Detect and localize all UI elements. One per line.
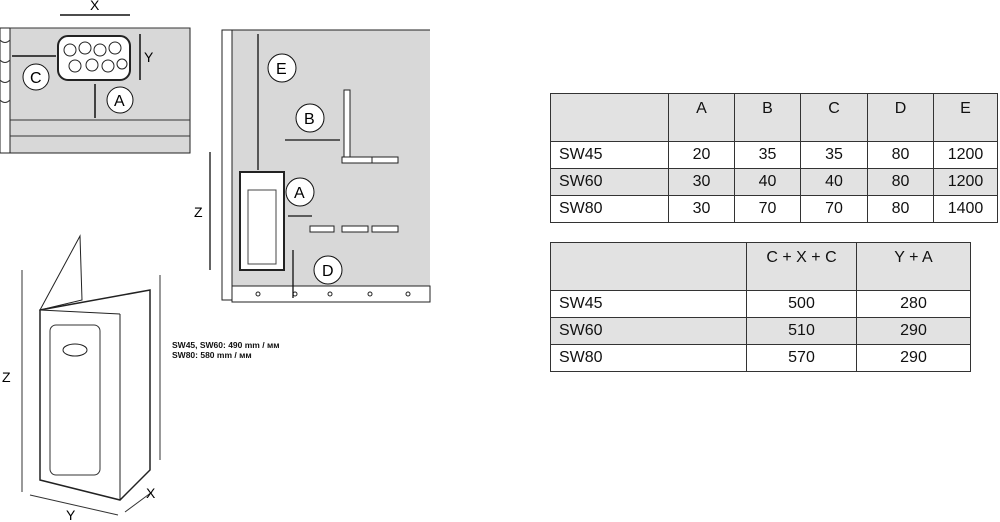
table-row: SW80 570 290 [550,344,971,372]
clearance-table: A B C D E SW45 20 35 35 80 1200 SW60 30 … [550,93,998,223]
header-cell: Y + A [856,242,971,291]
header-cell [550,93,669,142]
top-a-label: A [114,93,125,110]
header-cell: A [668,93,735,142]
top-c-label: C [30,70,42,87]
table-row: SW60 510 290 [550,317,971,345]
side-view-diagram: E B A D Z [194,29,431,303]
heater-diagram: Z X Y [2,234,161,522]
value-cell: 290 [856,344,971,372]
value-cell: 80 [867,141,934,169]
value-cell: 80 [867,195,934,223]
header-cell: D [867,93,934,142]
model-cell: SW45 [550,290,747,318]
table-row: SW60 30 40 40 80 1200 [550,168,998,196]
heater-z-label: Z [2,369,11,385]
value-cell: 70 [800,195,868,223]
value-cell: 1200 [933,141,998,169]
model-cell: SW60 [550,317,747,345]
note-line-2: SW80: 580 mm / мм [172,350,252,360]
value-cell: 70 [734,195,801,223]
header-cell: E [933,93,998,142]
value-cell: 80 [867,168,934,196]
value-cell: 510 [746,317,857,345]
model-cell: SW80 [550,344,747,372]
dimension-note: SW45, SW60: 490 mm / мм SW80: 580 mm / м… [172,340,280,360]
value-cell: 30 [668,195,735,223]
value-cell: 30 [668,168,735,196]
value-cell: 35 [734,141,801,169]
value-cell: 20 [668,141,735,169]
top-y-label: Y [144,49,154,65]
header-cell: C + X + C [746,242,857,291]
value-cell: 1200 [933,168,998,196]
value-cell: 280 [856,290,971,318]
side-z-label: Z [194,204,203,220]
side-d-label: D [322,263,334,280]
header-cell: B [734,93,801,142]
table-row: SW80 30 70 70 80 1400 [550,195,998,223]
value-cell: 570 [746,344,857,372]
table-row: SW45 500 280 [550,290,971,318]
value-cell: 500 [746,290,857,318]
heater-x-label: X [146,485,156,501]
value-cell: 40 [734,168,801,196]
value-cell: 290 [856,317,971,345]
model-cell: SW60 [550,168,669,196]
note-line-1: SW45, SW60: 490 mm / мм [172,340,280,350]
model-cell: SW80 [550,195,669,223]
side-b-label: B [304,111,315,128]
top-view-diagram: X Y C A [0,0,191,154]
side-e-label: E [276,61,287,78]
value-cell: 35 [800,141,868,169]
heater-y-label: Y [66,507,76,522]
side-a-label: A [294,185,305,202]
header-cell: C [800,93,868,142]
model-cell: SW45 [550,141,669,169]
header-cell [550,242,747,291]
value-cell: 40 [800,168,868,196]
table-row: SW45 20 35 35 80 1200 [550,141,998,169]
value-cell: 1400 [933,195,998,223]
dimensions-table: C + X + C Y + A SW45 500 280 SW60 510 29… [550,242,971,372]
top-x-label: X [90,0,100,13]
